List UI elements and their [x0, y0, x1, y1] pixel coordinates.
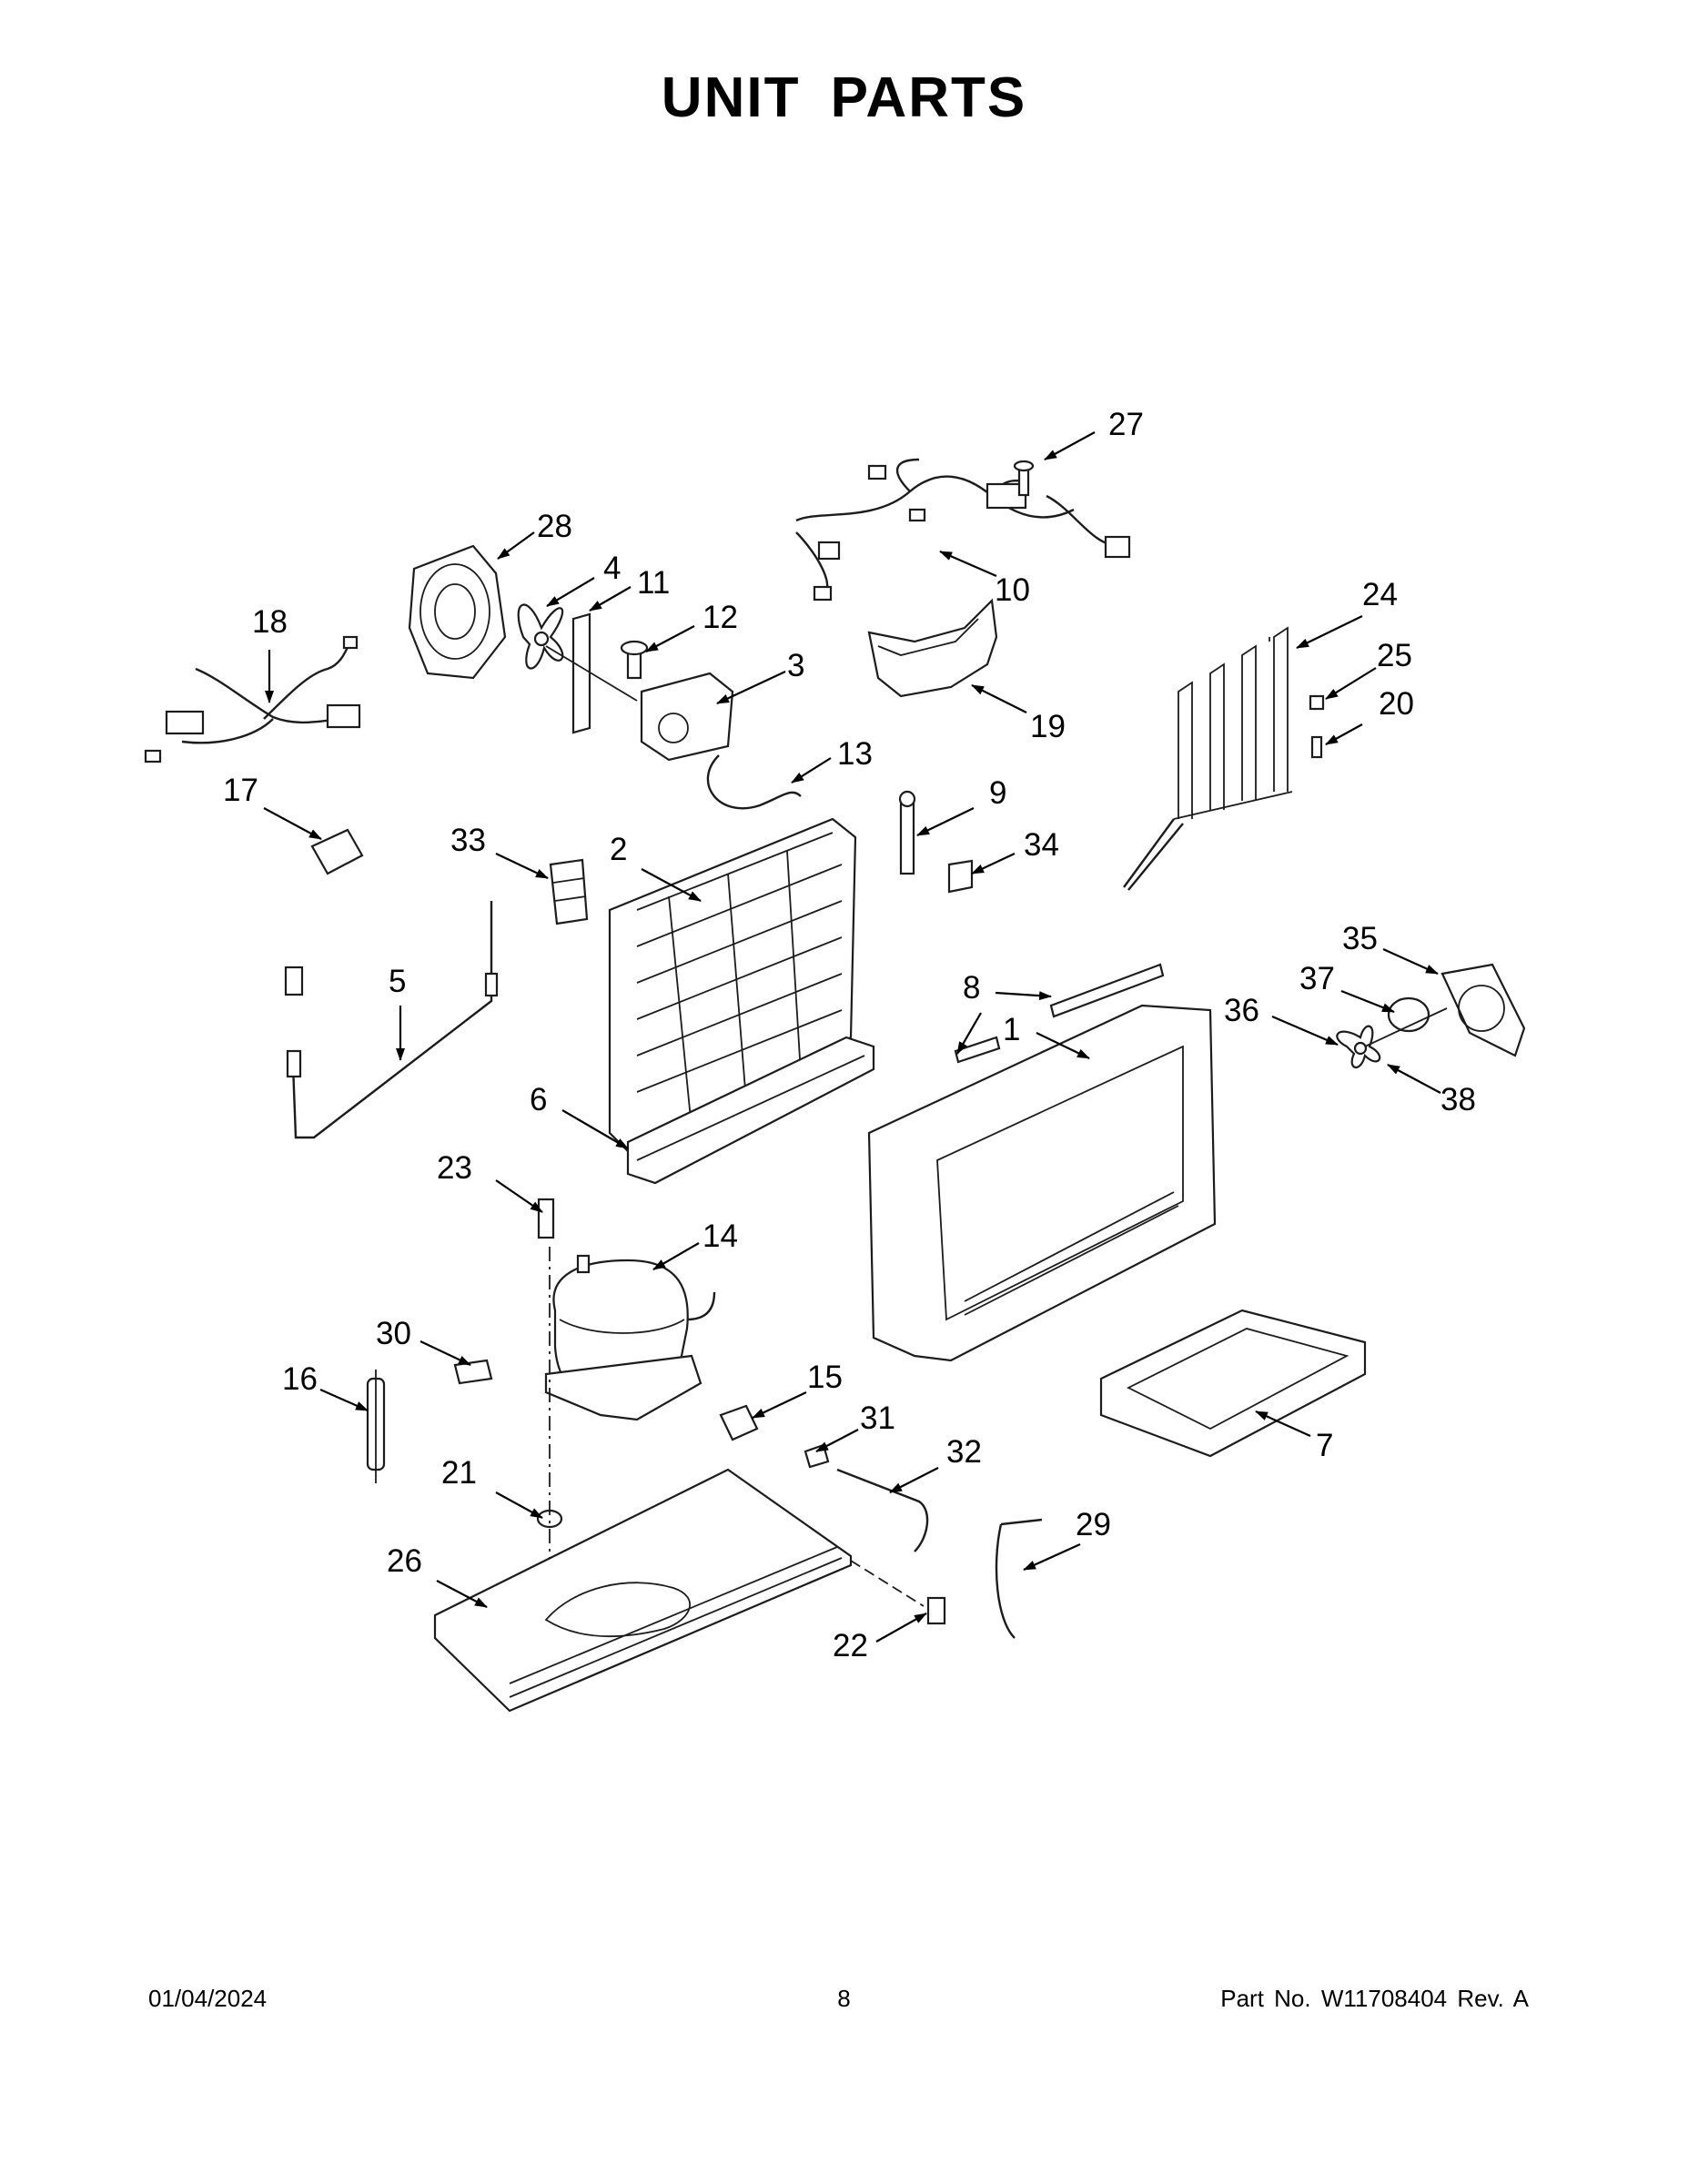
gasket-strip-8a [1049, 963, 1165, 1018]
callout-9: 9 [989, 775, 1006, 811]
callout-17: 17 [223, 773, 258, 808]
fan-motor-3 [640, 672, 802, 810]
footer-date: 01/04/2024 [148, 1985, 268, 2012]
relay-15 [719, 1404, 759, 1441]
fan-shroud-28 [408, 544, 507, 680]
callout-6: 6 [530, 1082, 547, 1117]
screw-20 [1310, 735, 1323, 759]
thermistor-9 [898, 790, 916, 875]
evaporator-2 [608, 817, 857, 1153]
base-plate-26 [433, 1468, 853, 1713]
condenser-24 [1123, 626, 1293, 891]
callout-2: 2 [610, 832, 627, 867]
callout-29: 29 [1076, 1507, 1111, 1542]
callout-34: 34 [1024, 827, 1059, 863]
callout-31: 31 [860, 1400, 895, 1436]
leader-arrows [263, 431, 1441, 1643]
condenser-fan-shroud-35 [1440, 963, 1526, 1057]
tube-29 [995, 1518, 1043, 1639]
footer-part-number: Part No. W11708404 Rev. A [1220, 1985, 1529, 2012]
callout-33: 33 [450, 823, 486, 858]
callout-23: 23 [437, 1150, 472, 1186]
clip-34 [947, 859, 974, 894]
wiring-harness [795, 458, 1131, 602]
footer-page-number: 8 [837, 1985, 851, 2012]
callout-18: 18 [252, 604, 288, 640]
callout-30: 30 [376, 1316, 411, 1351]
sensor-lead-5 [284, 901, 499, 1139]
callout-26: 26 [387, 1543, 422, 1579]
callout-15: 15 [807, 1360, 843, 1395]
callout-35: 35 [1342, 921, 1378, 956]
callout-20: 20 [1379, 686, 1414, 722]
tube-32 [836, 1468, 929, 1552]
fan-blade-36 [1336, 1025, 1381, 1068]
callout-5: 5 [389, 964, 406, 999]
grommet-30 [453, 1359, 493, 1385]
callout-1: 1 [1003, 1012, 1020, 1047]
callout-32: 32 [946, 1434, 982, 1470]
drain-trough-6 [626, 1036, 875, 1185]
callout-3: 3 [787, 648, 804, 683]
callout-19: 19 [1030, 709, 1066, 744]
screw-axis [850, 1560, 925, 1607]
fan-shaft [1364, 1007, 1448, 1047]
clip-25 [1309, 694, 1325, 711]
callout-21: 21 [441, 1455, 477, 1491]
air-duct-19 [867, 598, 998, 698]
callout-12: 12 [702, 600, 738, 635]
callout-4: 4 [603, 551, 621, 586]
callout-24: 24 [1362, 577, 1398, 612]
fan-bracket-11 [545, 612, 638, 734]
screw-12 [620, 640, 649, 680]
callout-10: 10 [995, 572, 1030, 608]
callout-13: 13 [837, 736, 873, 772]
callout-14: 14 [702, 1218, 738, 1254]
callout-36: 36 [1224, 993, 1259, 1028]
callout-28: 28 [537, 509, 572, 544]
screw-22 [926, 1596, 946, 1625]
control-board-17 [310, 828, 364, 875]
page-title: UNIT PARTS [661, 66, 1027, 129]
callout-22: 22 [833, 1628, 868, 1663]
compressor-14 [544, 1254, 716, 1421]
harness-screw-27 [1013, 460, 1035, 497]
clip-33 [549, 858, 589, 925]
callout-25: 25 [1377, 638, 1412, 673]
callout-8-upper: 8 [963, 970, 980, 1006]
callout-38: 38 [1440, 1082, 1476, 1117]
callout-11: 11 [637, 565, 670, 601]
callout-16: 16 [282, 1361, 318, 1397]
cap-31 [804, 1443, 830, 1469]
callout-37: 37 [1299, 961, 1335, 996]
callout-7: 7 [1316, 1428, 1333, 1463]
drain-pan-7 [1099, 1309, 1367, 1458]
wire-harness-18 [144, 635, 361, 763]
drier-16 [366, 1370, 386, 1483]
callout-27: 27 [1108, 407, 1144, 442]
fan-blade-4 [517, 603, 564, 670]
filter-23 [537, 1198, 555, 1239]
gasket-strip-8b [954, 1036, 1001, 1064]
fan-motor-37 [1387, 996, 1430, 1033]
access-frame-1 [867, 1004, 1217, 1362]
